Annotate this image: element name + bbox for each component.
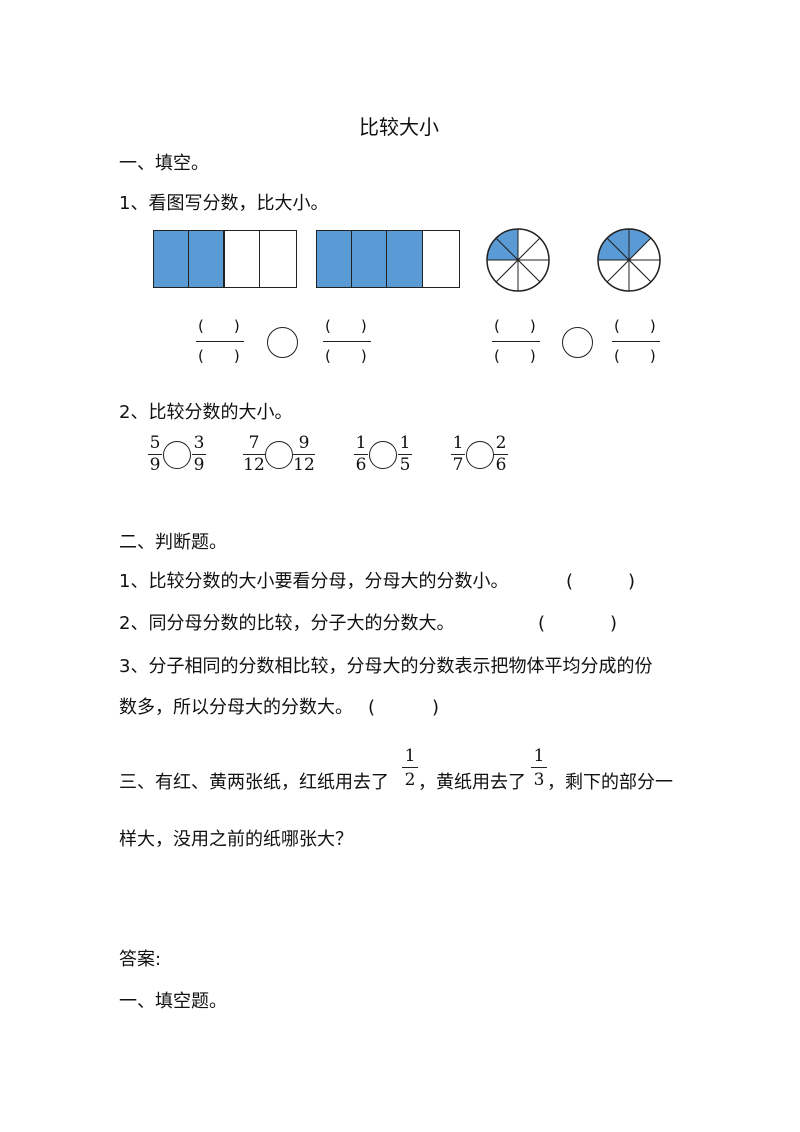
compare-circle[interactable] [265,441,293,469]
numerator: 1 [399,433,411,453]
compare-circle[interactable] [369,441,397,469]
bar-figure-1 [153,230,297,288]
denominator: 2 [404,770,416,790]
denominator: 12 [293,455,315,475]
answer-paren-open[interactable]: ( [538,613,546,634]
section2-heading: 二、判断题。 [119,532,227,553]
numerator: 1 [452,433,464,453]
pie-outline [486,228,550,292]
denominator: 6 [495,455,507,475]
judge-item-3: 3、分子相同的分数相比较，分母大的分数表示把物体平均分成的份 [119,656,653,677]
bar-cell [188,230,225,288]
pie-figure-1 [486,228,550,292]
numerator: 1 [404,746,416,766]
denominator: 12 [243,455,265,475]
problem-3-part2: ，黄纸用去了 [418,772,526,793]
blank-denominator[interactable]: ( ) [325,347,367,365]
fraction-bar [494,454,508,455]
blank-denominator[interactable]: ( ) [494,347,536,365]
fraction-bar [612,341,660,342]
denominator: 9 [149,455,161,475]
judge-item-2: 2、同分母分数的比较，分子大的分数大。 [119,613,455,634]
pie-figure-2 [597,228,661,292]
problem-3-part3: ，剩下的部分一 [547,772,673,793]
bar-cell [259,230,297,288]
pie-slices [597,228,661,292]
denominator: 3 [533,770,545,790]
bar-cell [316,230,353,288]
answer-paren-close[interactable]: ) [610,613,618,634]
bar-cell [386,230,423,288]
blank-numerator[interactable]: ( ) [614,317,656,335]
denominator: 6 [355,455,367,475]
compare-circle[interactable] [562,327,593,358]
denominator: 9 [193,455,205,475]
answer-paren-close[interactable]: ) [628,571,636,592]
numerator: 3 [193,433,205,453]
fraction-bar [323,341,371,342]
answers-heading: 答案: [119,949,162,970]
fraction-bar [293,454,315,455]
question-1: 1、看图写分数，比大小。 [119,193,329,214]
fraction-bar [402,767,418,768]
blank-denominator[interactable]: ( ) [614,347,656,365]
fraction-bar [192,454,206,455]
blank-denominator[interactable]: ( ) [198,347,240,365]
numerator: 7 [248,433,260,453]
answer-paren-open[interactable]: ( [566,571,574,592]
compare-circle[interactable] [466,441,494,469]
fraction-bar [354,454,368,455]
fraction-bar [148,454,162,455]
denominator: 5 [399,455,411,475]
numerator: 9 [298,433,310,453]
question-2: 2、比较分数的大小。 [119,402,293,423]
numerator: 5 [149,433,161,453]
answer-paren-open[interactable]: ( [368,697,376,718]
bar-cell [153,230,190,288]
judge-item-3-cont: 数多，所以分母大的分数大。 [119,697,353,718]
bar-cell [223,230,260,288]
section1-heading: 一、填空。 [119,153,209,174]
numerator: 2 [495,433,507,453]
problem-3-part1: 三、有红、黄两张纸，红纸用去了 [119,772,389,793]
answer-paren-close[interactable]: ) [432,697,440,718]
fraction-bar [243,454,265,455]
compare-circle[interactable] [163,441,191,469]
page-title: 比较大小 [359,115,439,139]
bar-cell [422,230,460,288]
numerator: 1 [533,746,545,766]
denominator: 7 [452,455,464,475]
bar-figure-2 [316,230,460,288]
blank-numerator[interactable]: ( ) [198,317,240,335]
fraction-bar [451,454,465,455]
blank-numerator[interactable]: ( ) [325,317,367,335]
fraction-bar [531,767,547,768]
fraction-bar [492,341,540,342]
bar-cell [351,230,388,288]
fraction-bar [196,341,244,342]
fraction-bar [398,454,412,455]
numerator: 1 [355,433,367,453]
blank-numerator[interactable]: ( ) [494,317,536,335]
judge-item-1: 1、比较分数的大小要看分母，分母大的分数小。 [119,571,509,592]
problem-3-line2: 样大，没用之前的纸哪张大？ [119,829,353,850]
answers-sub: 一、填空题。 [119,991,227,1012]
compare-circle[interactable] [267,327,298,358]
pie-slices [486,228,550,292]
pie-outline [597,228,661,292]
